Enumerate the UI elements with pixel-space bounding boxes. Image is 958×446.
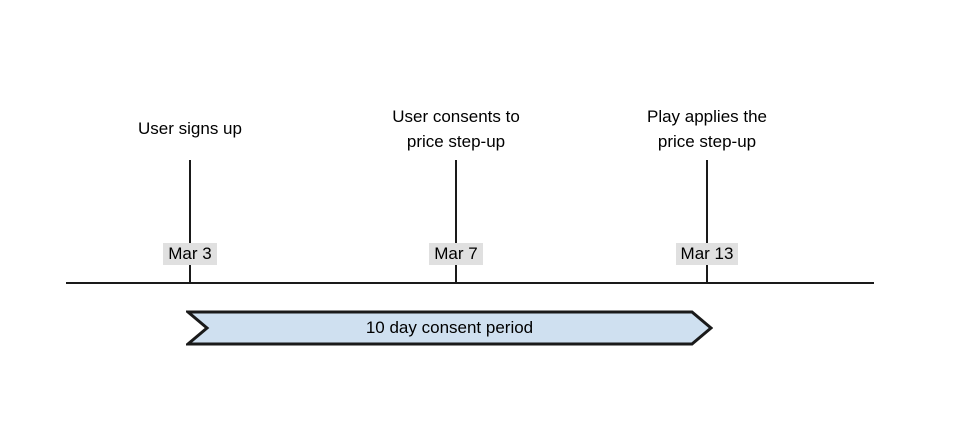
arrow-polygon: [186, 310, 713, 346]
milestone-label-consent: User consents to price step-up: [392, 107, 520, 151]
milestone-label-signup: User signs up: [138, 119, 242, 138]
milestone-tick-consent: [455, 160, 457, 283]
timeline-axis-line: [66, 282, 874, 284]
milestone-label-apply: Play applies the price step-up: [646, 107, 768, 151]
date-chip-signup: Mar 3: [163, 243, 217, 265]
milestone-tick-apply: [706, 160, 708, 283]
milestone-date-signup: Mar 3: [100, 243, 280, 265]
date-chip-consent: Mar 7: [429, 243, 483, 265]
date-chip-apply: Mar 13: [675, 243, 739, 265]
milestone-date-consent: Mar 7: [366, 243, 546, 265]
milestone-tick-signup: [189, 160, 191, 283]
milestone-date-apply: Mar 13: [617, 243, 797, 265]
consent-period-banner: 10 day consent period: [186, 310, 713, 346]
consent-period-arrow-shape: [186, 310, 713, 346]
